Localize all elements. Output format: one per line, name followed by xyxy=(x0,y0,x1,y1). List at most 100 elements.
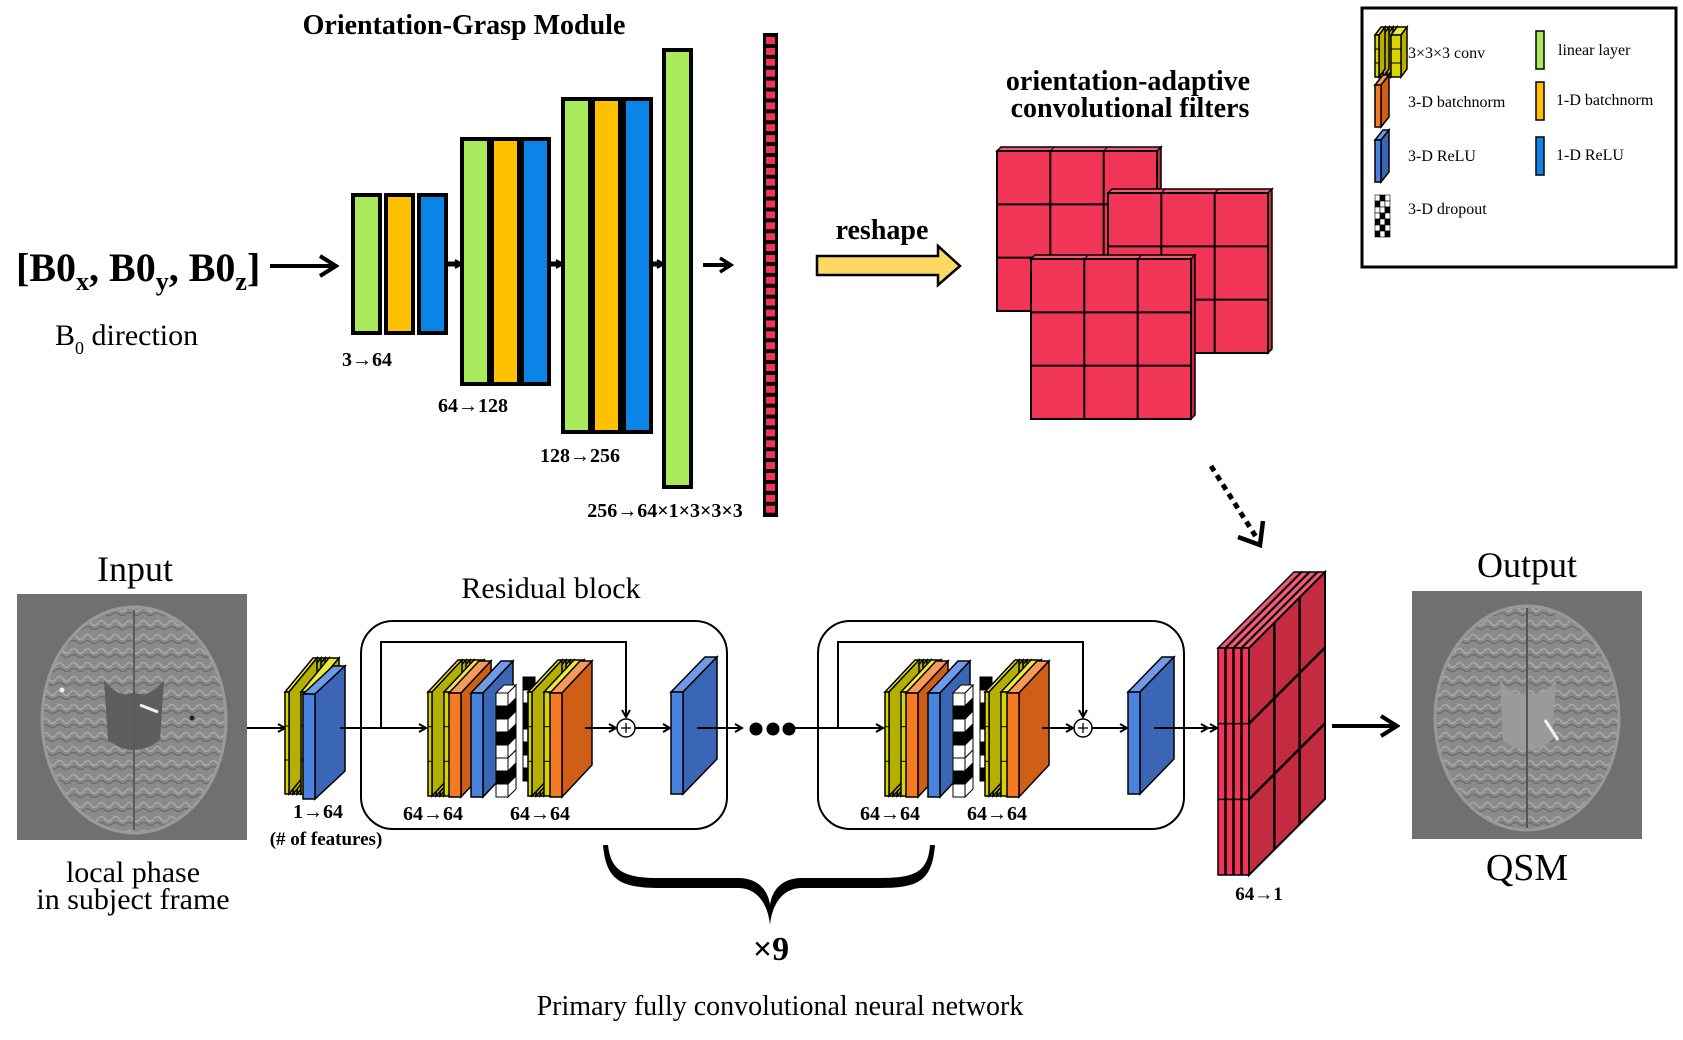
first-conv-label: 1→64 xyxy=(293,801,343,823)
linear-layer xyxy=(662,48,693,489)
dropout-cell xyxy=(952,783,966,798)
conv-slice xyxy=(1389,24,1409,80)
filters-title-line2: convolutional filters xyxy=(1011,93,1250,124)
vector-cell xyxy=(766,146,775,153)
legend-dropout-cell xyxy=(1379,218,1386,226)
final-adaptive-conv xyxy=(1186,569,1327,878)
relu-out xyxy=(669,655,719,796)
legend-dropout-cell xyxy=(1374,200,1381,208)
vector-cell xyxy=(766,37,775,44)
vector-cell xyxy=(766,91,775,99)
legend-label-batchnorm3d: 3-D batchnorm xyxy=(1408,94,1506,111)
legend-dropout-cell xyxy=(1379,212,1386,220)
input-caption-line1: local phase xyxy=(66,856,200,889)
batchnorm1d-layer xyxy=(490,137,521,386)
output-qsm-image xyxy=(1412,591,1642,839)
legend-dropout-cell xyxy=(1379,200,1386,208)
vector-cell xyxy=(766,385,775,393)
legend-dropout-cell xyxy=(1384,218,1391,226)
legend-dropout-cell xyxy=(1374,224,1381,232)
skip-connection xyxy=(837,641,1083,728)
legend-box xyxy=(1360,6,1678,269)
vector-cell xyxy=(766,364,775,371)
filter-grid-line xyxy=(1214,188,1220,194)
vector-cell xyxy=(766,200,775,208)
vector-cell xyxy=(766,113,775,121)
legend-dropout-cell xyxy=(1379,194,1386,202)
vector-cell xyxy=(766,178,775,186)
legend-relu3d-icon xyxy=(1373,127,1391,185)
reshape-label: reshape xyxy=(836,215,929,246)
dropout-cell xyxy=(952,705,966,720)
linear-layer xyxy=(460,137,491,386)
vector-cell xyxy=(766,331,775,339)
vector-cell xyxy=(766,396,775,404)
vector-cell xyxy=(766,320,775,328)
batchnorm-b-front xyxy=(1006,692,1020,798)
legend-label-relu3d: 3-D ReLU xyxy=(1408,148,1476,165)
residual-block-border xyxy=(360,620,728,830)
batchnorm-b-front xyxy=(549,692,563,798)
vector-cell xyxy=(766,483,775,491)
dropout-cell xyxy=(952,757,966,772)
final-slice-front xyxy=(1217,647,1226,876)
filter-grid-line xyxy=(1083,254,1089,260)
conv-slice-front xyxy=(984,691,990,797)
legend-relu1d-icon xyxy=(1535,136,1545,176)
first-relu xyxy=(301,664,347,801)
dropout-cell xyxy=(495,783,509,798)
legend-relu3d-icon-side xyxy=(1380,127,1390,185)
conv-slice-front xyxy=(284,691,290,795)
dropout-cell xyxy=(495,718,509,733)
orientation-blocks xyxy=(351,48,693,489)
bracket-close: ] xyxy=(247,245,260,290)
dropout-cell xyxy=(495,692,509,707)
orientation-module-title: Orientation-Grasp Module xyxy=(303,10,626,41)
dropout-cell xyxy=(952,770,966,785)
legend-label-linear: linear layer xyxy=(1558,42,1631,59)
dropout-cell xyxy=(952,692,966,707)
conv-label-a: 64→64 xyxy=(403,803,463,825)
dropout-cell xyxy=(495,731,509,746)
legend-dropout-cell xyxy=(1384,200,1391,208)
dropout-cell xyxy=(495,705,509,720)
input-phase-image xyxy=(17,594,247,840)
filter-vector xyxy=(763,33,778,517)
vector-cell xyxy=(766,462,775,470)
relu-a-front xyxy=(927,692,941,798)
vector-cell xyxy=(766,222,775,230)
relu1d-layer xyxy=(520,137,551,386)
dropout-cell xyxy=(964,774,974,799)
repeat-label: ×9 xyxy=(753,931,789,968)
bracket-open: [ xyxy=(16,245,29,290)
reshape-arrow xyxy=(815,243,962,288)
linear-layer xyxy=(351,193,382,335)
legend-dropout-cell xyxy=(1384,194,1391,202)
block-label-3: 128→256 xyxy=(540,445,620,467)
dropout-cell xyxy=(951,684,975,694)
batchnorm-b xyxy=(1005,659,1051,799)
filter-injection-arrow xyxy=(1208,464,1261,542)
legend-dropout-cell xyxy=(1379,224,1386,232)
conv-label-b: 64→64 xyxy=(510,803,570,825)
vector-cell xyxy=(766,494,775,502)
input-caption-line2: in subject frame xyxy=(36,883,229,916)
conv-slice-front xyxy=(884,691,890,797)
batchnorm1d-layer xyxy=(591,97,622,434)
vector-cell xyxy=(766,440,775,448)
dropout-cell xyxy=(495,757,509,772)
residual-block-1: 64→64 64→64 xyxy=(360,620,742,830)
filter-front-face xyxy=(1030,258,1192,420)
b0y-sub: y xyxy=(156,267,169,296)
legend-dropout-cell xyxy=(1384,206,1391,214)
vector-cell xyxy=(766,189,775,197)
filter-grid-line xyxy=(1049,146,1055,152)
svg-text:[B0x, B0y, B0z]: [B0x, B0y, B0z] xyxy=(16,245,260,296)
vector-cell xyxy=(766,342,775,350)
legend-dropout-cell xyxy=(1374,218,1381,226)
ellipsis-dots xyxy=(749,722,796,736)
dropout-cell xyxy=(952,744,966,759)
legend-dropout-cell xyxy=(1374,212,1381,220)
block-label-2: 64→128 xyxy=(438,395,508,417)
